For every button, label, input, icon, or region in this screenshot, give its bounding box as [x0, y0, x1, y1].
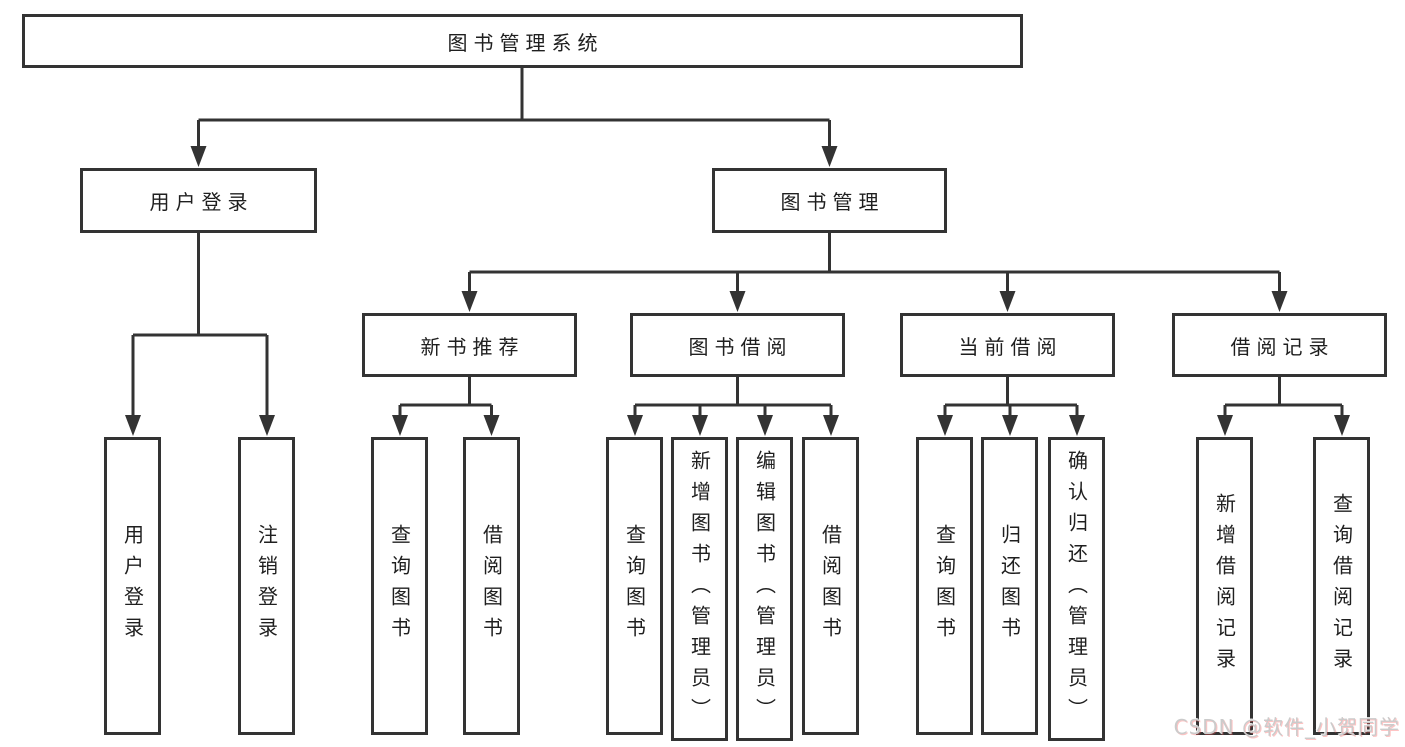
leaf-return-books: 归还图书 — [981, 437, 1038, 735]
leaf-user-login: 用户登录 — [104, 437, 161, 735]
node-user-login: 用户登录 — [80, 168, 317, 233]
leaf-label: 查询图书 — [932, 524, 957, 648]
node-new-book-recommend: 新书推荐 — [362, 313, 577, 377]
leaf-label: 新增借阅记录 — [1212, 493, 1237, 679]
leaf-label: 确认归还（管理员） — [1064, 449, 1089, 729]
leaf-add-books-admin: 新增图书（管理员） — [671, 437, 728, 741]
leaf-query-books-current: 查询图书 — [916, 437, 973, 735]
leaf-label: 查询图书 — [387, 524, 412, 648]
leaf-add-borrow-record: 新增借阅记录 — [1196, 437, 1253, 735]
leaf-borrow-books-recommend: 借阅图书 — [463, 437, 520, 735]
leaf-label: 查询图书 — [622, 524, 647, 648]
node-book-management-system: 图书管理系统 — [22, 14, 1023, 68]
leaf-label: 借阅图书 — [479, 524, 504, 648]
node-borrowing-records: 借阅记录 — [1172, 313, 1387, 377]
leaf-label: 编辑图书（管理员） — [752, 449, 777, 729]
node-book-borrowing: 图书借阅 — [630, 313, 845, 377]
node-book-management: 图书管理 — [712, 168, 947, 233]
leaf-label: 新增图书（管理员） — [687, 449, 712, 729]
leaf-label: 查询借阅记录 — [1329, 493, 1354, 679]
leaf-query-borrow-record: 查询借阅记录 — [1313, 437, 1370, 735]
leaf-label: 借阅图书 — [818, 524, 843, 648]
leaf-label: 归还图书 — [997, 524, 1022, 648]
leaf-borrow-books: 借阅图书 — [802, 437, 859, 735]
leaf-query-books-borrow: 查询图书 — [606, 437, 663, 735]
leaf-edit-books-admin: 编辑图书（管理员） — [736, 437, 793, 741]
leaf-label: 注销登录 — [254, 524, 279, 648]
node-current-borrowing: 当前借阅 — [900, 313, 1115, 377]
leaf-logout-login: 注销登录 — [238, 437, 295, 735]
csdn-watermark: CSDN @软件_小贺同学 — [1173, 715, 1400, 739]
leaf-label: 用户登录 — [120, 524, 145, 648]
leaf-query-books-recommend: 查询图书 — [371, 437, 428, 735]
leaf-confirm-return-admin: 确认归还（管理员） — [1048, 437, 1105, 741]
